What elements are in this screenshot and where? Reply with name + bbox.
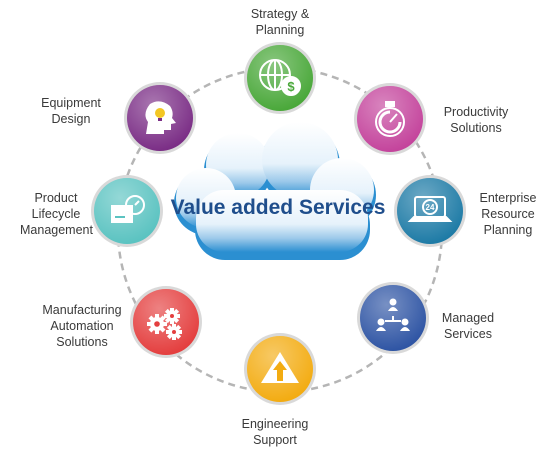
node-shine	[247, 45, 313, 111]
node-label-line: Resource	[481, 207, 535, 221]
node-label-line: Management	[20, 223, 93, 237]
node-strategy: $	[244, 42, 316, 114]
node-label-line: Planning	[483, 223, 533, 237]
stopwatch-icon	[375, 101, 405, 137]
node-label-line: Managed	[441, 311, 495, 325]
node-label-strategy: Strategy & Planning	[244, 6, 316, 38]
node-erp: 24	[394, 175, 466, 247]
box-cycle-icon	[111, 195, 145, 223]
svg-text:24: 24	[426, 203, 435, 212]
node-label-line: Enterprise	[479, 191, 537, 205]
node-label-line: Equipment	[41, 96, 101, 110]
node-shine	[357, 86, 423, 152]
node-label-line: Lifecycle	[31, 207, 81, 221]
node-manufacturing	[130, 286, 202, 358]
node-label-line: Support	[253, 433, 297, 447]
node-engineering	[244, 333, 316, 405]
node-label-line: Manufacturing	[42, 303, 122, 317]
team-network-icon	[376, 298, 410, 331]
node-label-line: Strategy &	[250, 7, 310, 21]
laptop-24-icon: 24	[407, 196, 453, 222]
gears-icon	[147, 308, 182, 340]
node-productivity	[354, 83, 426, 155]
node-label-line: Design	[51, 112, 91, 126]
node-label-line: Product	[34, 191, 78, 205]
node-label-line: Productivity	[443, 105, 509, 119]
node-label-line: Engineering	[241, 417, 309, 431]
node-equipment	[124, 82, 196, 154]
node-plm	[91, 175, 163, 247]
cloud-shape	[174, 122, 376, 260]
node-label-line: Solutions	[56, 335, 108, 349]
node-shine	[397, 178, 463, 244]
node-label-line: Automation	[50, 319, 114, 333]
node-label-line: Planning	[255, 23, 305, 37]
node-label-line: Services	[444, 327, 492, 341]
head-bulb-icon	[145, 101, 176, 134]
node-label-line: Solutions	[450, 121, 502, 135]
globe-dollar-icon: $	[259, 59, 301, 96]
svg-text:$: $	[287, 79, 295, 94]
node-managed	[357, 282, 429, 354]
center-title: Value added Services	[170, 196, 386, 219]
pyramid-arrow-icon	[261, 352, 299, 383]
